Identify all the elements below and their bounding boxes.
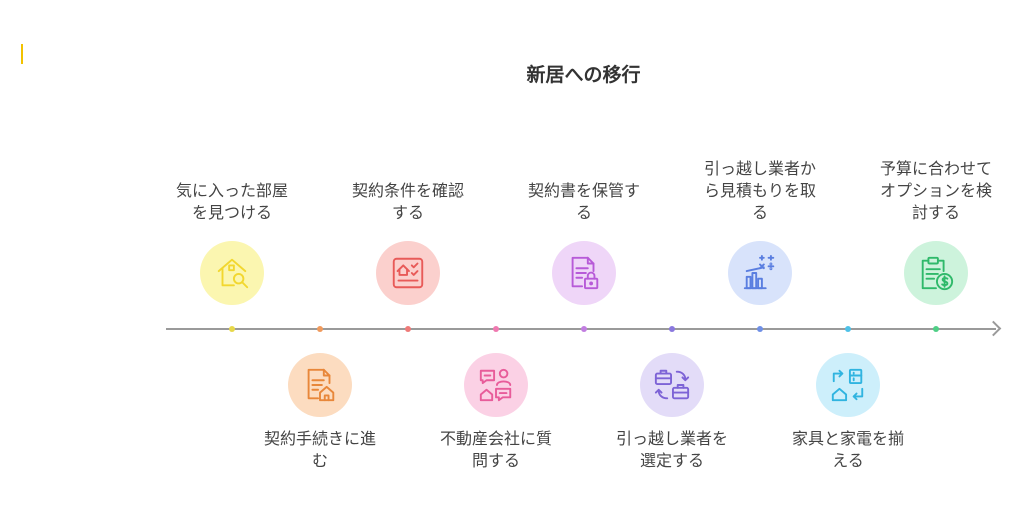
timeline-dot bbox=[669, 326, 675, 332]
chart-calc-icon bbox=[743, 254, 775, 290]
step-label: 引っ越し業者か ら見積もりを取 る bbox=[703, 159, 816, 222]
house-search-icon bbox=[217, 258, 249, 289]
step-label: 引っ越し業者を 選定する bbox=[615, 429, 728, 470]
timeline-dot bbox=[933, 326, 939, 332]
step-icon-circle bbox=[728, 241, 792, 305]
arrow-right-icon bbox=[985, 320, 1002, 337]
step-icon-circle bbox=[640, 353, 704, 417]
step-icon-circle bbox=[200, 241, 264, 305]
timeline-dot bbox=[845, 326, 851, 332]
document-house-icon bbox=[307, 368, 335, 402]
document-lock-icon bbox=[571, 256, 599, 290]
step-icon-circle bbox=[552, 241, 616, 305]
timeline-dot bbox=[229, 326, 235, 332]
step-icon-circle bbox=[288, 353, 352, 417]
timeline-dot bbox=[581, 326, 587, 332]
timeline-dot bbox=[317, 326, 323, 332]
timeline-dot bbox=[493, 326, 499, 332]
step-label: 契約書を保管す る bbox=[527, 181, 640, 222]
step-label: 気に入った部屋 を見つける bbox=[175, 181, 288, 222]
house-exchange-icon bbox=[831, 368, 864, 402]
clipboard-dollar-icon bbox=[921, 256, 954, 291]
step-label: 契約手続きに進 む bbox=[263, 429, 376, 470]
timeline-dot bbox=[405, 326, 411, 332]
step-icon-circle bbox=[904, 241, 968, 305]
diagram-title: 新居への移行 bbox=[526, 64, 641, 86]
step-label: 不動産会社に質 問する bbox=[439, 429, 552, 470]
step-icon-circle bbox=[376, 241, 440, 305]
text-cursor bbox=[21, 44, 23, 64]
step-label: 予算に合わせて オプションを検 討する bbox=[879, 159, 992, 222]
step-label: 家具と家電を揃 える bbox=[791, 429, 904, 470]
step-icon-circle bbox=[464, 353, 528, 417]
timeline-dot bbox=[757, 326, 763, 332]
chat-people-icon bbox=[479, 368, 512, 402]
house-checklist-icon bbox=[392, 257, 424, 289]
briefcase-swap-icon bbox=[654, 369, 690, 400]
step-icon-circle bbox=[816, 353, 880, 417]
step-label: 契約条件を確認 する bbox=[351, 181, 464, 222]
